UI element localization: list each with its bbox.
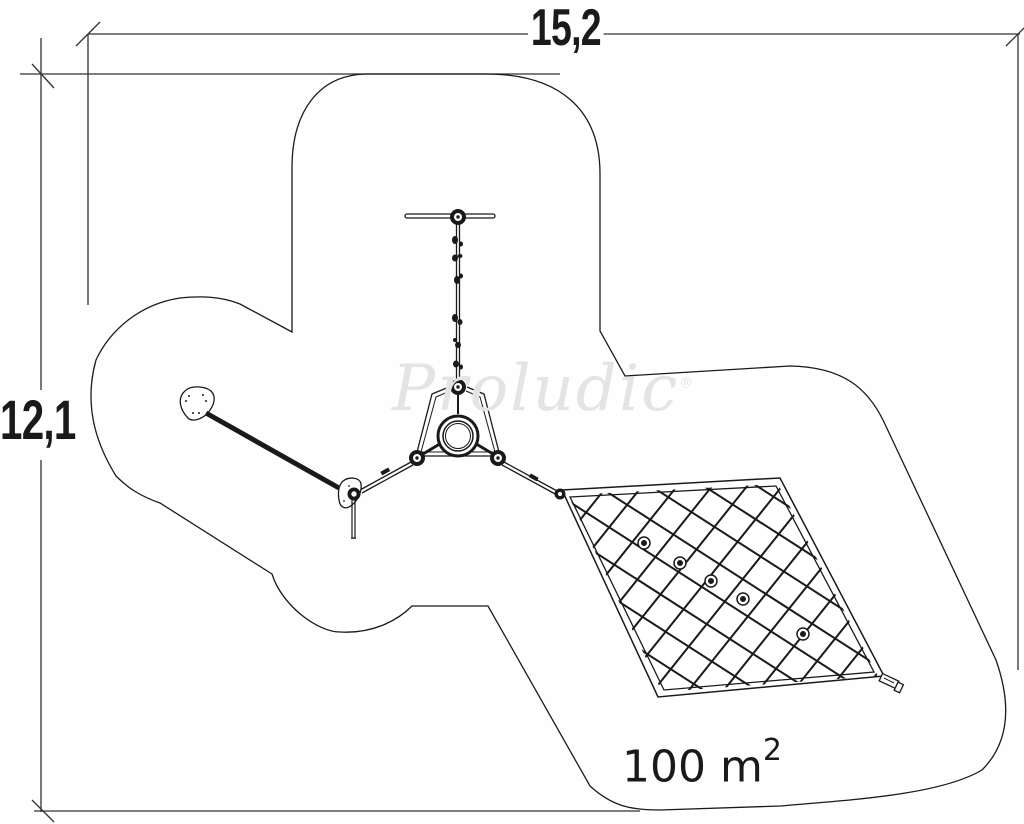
brand-watermark: Proludic® xyxy=(392,352,695,426)
central-ring-hub xyxy=(359,379,560,496)
area-label: 100 m2 xyxy=(622,732,782,793)
watermark-text: Proludic xyxy=(392,352,680,426)
t-bar-top-anchor xyxy=(404,209,496,225)
balance-beam-rope xyxy=(204,410,341,491)
ground-anchor xyxy=(878,672,905,694)
height-dimension-label: 12,1 xyxy=(0,388,76,451)
area-value: 100 m xyxy=(622,741,763,793)
width-dimension-label: 15,2 xyxy=(528,2,604,54)
stepping-pod-with-post xyxy=(337,477,362,539)
area-unit-superscript: 2 xyxy=(762,733,782,768)
registered-mark: ® xyxy=(679,375,696,392)
safety-zone-outline xyxy=(90,73,1007,811)
climbing-rope-with-holds xyxy=(452,224,463,380)
